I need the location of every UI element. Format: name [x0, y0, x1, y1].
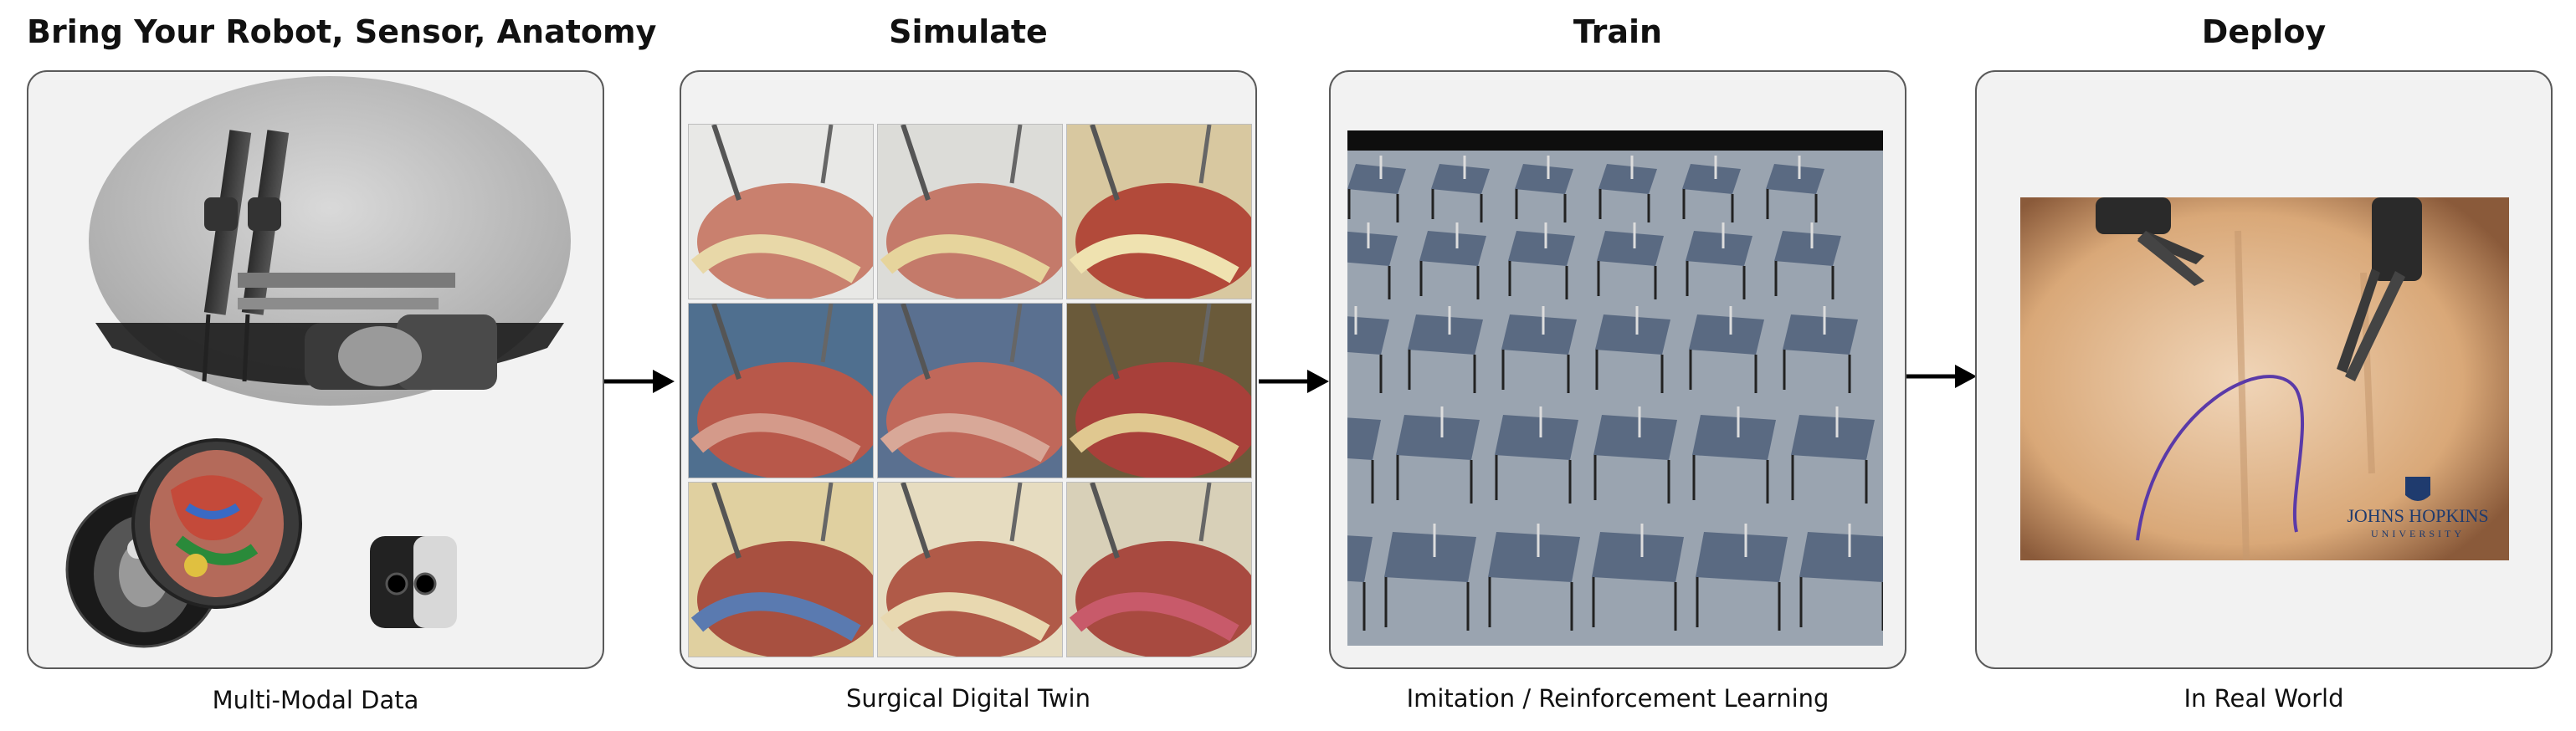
training-table: [1515, 164, 1573, 194]
stage-title-3: Train: [1573, 13, 1663, 50]
training-table: [1597, 231, 1664, 266]
stage-caption-2: Surgical Digital Twin: [846, 684, 1090, 713]
training-table: [1696, 532, 1788, 582]
stage-title-1: Bring Your Robot, Sensor, Anatomy: [27, 13, 657, 50]
training-table: [1686, 231, 1752, 266]
training-table: [1396, 415, 1480, 460]
parallel-environments-image: [1347, 130, 1883, 646]
stage-caption-4: In Real World: [2183, 684, 2344, 713]
training-table: [1347, 535, 1373, 582]
stage-caption-1: Multi-Modal Data: [212, 686, 419, 714]
training-table: [1384, 532, 1476, 582]
simulation-image-grid: [688, 124, 1252, 659]
training-table: [1495, 415, 1578, 460]
simulation-frame: [688, 303, 874, 478]
training-table: [1592, 532, 1684, 582]
stage-title-4: Deploy: [2201, 13, 2327, 50]
training-table: [1692, 415, 1776, 460]
depth-camera-image: [370, 536, 457, 628]
simulation-frame: [877, 482, 1063, 657]
simulation-frame: [1066, 482, 1252, 657]
training-table: [1783, 314, 1858, 355]
stage-title-2: Simulate: [889, 13, 1048, 50]
logo-text-line1: JOHNS HOPKINS: [2347, 505, 2488, 526]
training-table: [1791, 415, 1875, 460]
training-table: [1488, 532, 1580, 582]
simulation-frame: [1066, 303, 1252, 478]
arrow-right-icon: [604, 370, 675, 393]
arrow-right-icon: [1259, 370, 1329, 393]
stage-caption-3: Imitation / Reinforcement Learning: [1406, 684, 1829, 713]
simulation-frame: [877, 303, 1063, 478]
university-logo: JOHNS HOPKINS UNIVERSITY: [2347, 477, 2489, 539]
training-table: [1682, 164, 1741, 194]
training-table: [1347, 164, 1406, 194]
robot-arm-left: [202, 130, 252, 382]
robot-arm-right: [241, 130, 290, 382]
training-table: [1595, 314, 1670, 355]
anatomy-model-image: [131, 438, 302, 609]
surgical-gripper-left: [2096, 197, 2204, 286]
training-table: [1598, 164, 1657, 194]
simulation-frame: [688, 482, 874, 657]
simulation-frame: [688, 124, 874, 299]
training-table: [1799, 532, 1883, 582]
panel-multimodal-data: [27, 70, 604, 669]
training-table: [1408, 314, 1483, 355]
training-table: [1419, 231, 1486, 266]
training-table: [1347, 417, 1381, 460]
training-table: [1347, 231, 1398, 266]
logo-text-line2: UNIVERSITY: [2371, 528, 2465, 539]
real-robot-suturing-photo: JOHNS HOPKINS UNIVERSITY: [2020, 197, 2509, 560]
simulation-frame: [1066, 124, 1252, 299]
training-table: [1774, 231, 1841, 266]
training-table: [1347, 316, 1389, 355]
panel-training-environments: [1329, 70, 1906, 669]
training-table: [1431, 164, 1490, 194]
panel-real-world: JOHNS HOPKINS UNIVERSITY: [1975, 70, 2553, 669]
training-table: [1766, 164, 1824, 194]
training-table: [1593, 415, 1677, 460]
training-table: [1508, 231, 1575, 266]
robot-illustration: [65, 76, 571, 648]
training-table: [1689, 314, 1764, 355]
surgical-gripper-right: [2337, 197, 2422, 381]
training-table: [1501, 314, 1577, 355]
arrow-right-icon: [1906, 365, 1977, 388]
panel-surgical-digital-twin: [680, 70, 1257, 669]
simulation-frame: [877, 124, 1063, 299]
